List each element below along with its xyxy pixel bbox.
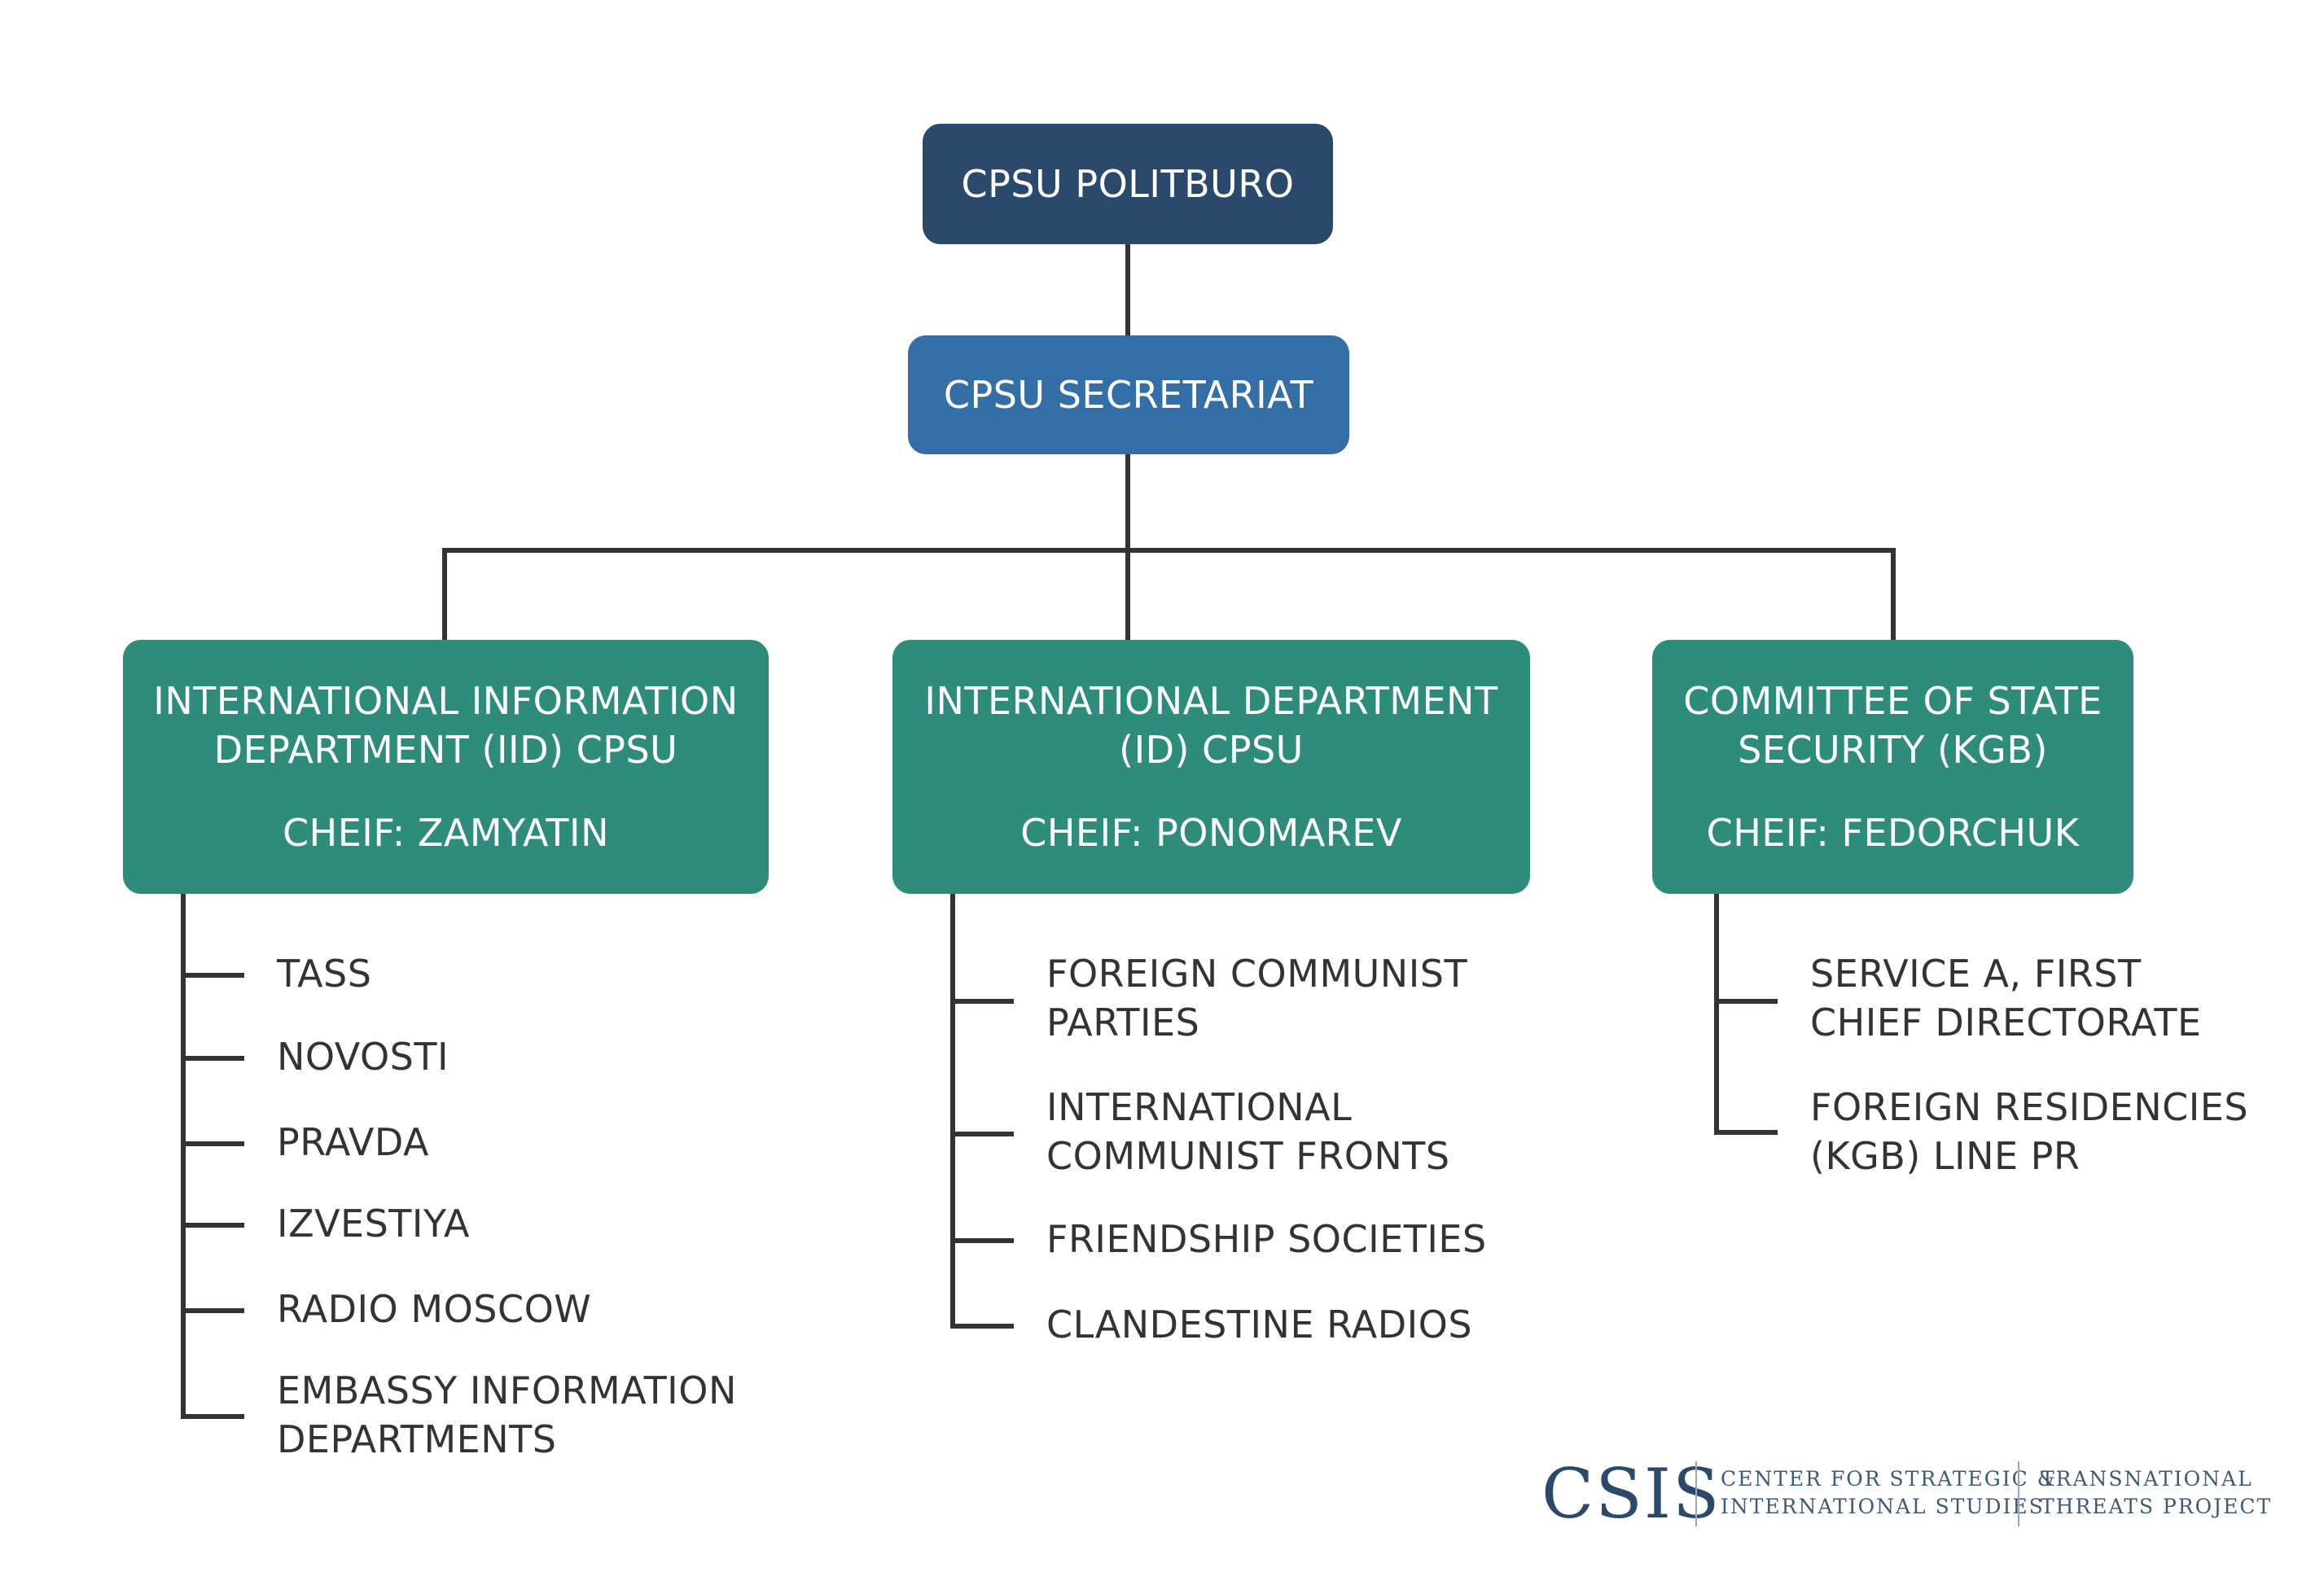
- department-chief: CHEIF: PONOMAREV: [1020, 811, 1402, 855]
- csis-wordmark: CSIS: [1541, 1454, 1721, 1534]
- kgb-item-foreign-residencies: FOREIGN RESIDENCIES (KGB) LINE PR: [1810, 1083, 2248, 1180]
- secretariat-label: CPSU SECRETARIAT: [943, 373, 1314, 417]
- iid-item-izvestiya: IZVESTIYA: [277, 1199, 470, 1248]
- logo-org-name: CENTER FOR STRATEGIC & INTERNATIONAL STU…: [1721, 1465, 2057, 1521]
- item-line: TASS: [277, 952, 372, 996]
- item-line: PRAVDA: [277, 1120, 429, 1164]
- item-line: SERVICE A, FIRST: [1810, 952, 2142, 996]
- department-node-id: INTERNATIONAL DEPARTMENT (ID) CPSU CHEIF…: [892, 640, 1530, 894]
- iid-item-radio-moscow: RADIO MOSCOW: [277, 1285, 591, 1333]
- connector-bus: [442, 548, 1896, 643]
- item-line: IZVESTIYA: [277, 1202, 470, 1246]
- politburo-label: CPSU POLITBURO: [961, 162, 1295, 206]
- iid-item-tass: TASS: [277, 949, 371, 998]
- item-line: NOVOSTI: [277, 1035, 449, 1079]
- item-line: DEPARTMENTS: [277, 1417, 557, 1461]
- org-line: CENTER FOR STRATEGIC &: [1721, 1467, 2057, 1491]
- item-line: CLANDESTINE RADIOS: [1046, 1303, 1473, 1346]
- iid-item-pravda: PRAVDA: [277, 1118, 429, 1167]
- item-line: INTERNATIONAL: [1046, 1085, 1353, 1129]
- department-title-line: INTERNATIONAL DEPARTMENT: [924, 679, 1498, 723]
- department-title-line: INTERNATIONAL INFORMATION: [153, 679, 739, 723]
- department-node-kgb: COMMITTEE OF STATE SECURITY (KGB) CHEIF:…: [1652, 640, 2133, 894]
- item-line: CHIEF DIRECTORATE: [1810, 1001, 2202, 1044]
- item-line: PARTIES: [1046, 1001, 1200, 1044]
- department-chief: CHEIF: ZAMYATIN: [282, 811, 609, 855]
- project-line: THREATS PROJECT: [2041, 1495, 2273, 1518]
- department-node-iid: INTERNATIONAL INFORMATION DEPARTMENT (II…: [123, 640, 769, 894]
- id-item-foreign-communist-parties: FOREIGN COMMUNIST PARTIES: [1046, 949, 1467, 1047]
- logo-divider: [1695, 1461, 1697, 1526]
- item-line: FRIENDSHIP SOCIETIES: [1046, 1217, 1487, 1261]
- department-chief: CHEIF: FEDORCHUK: [1706, 811, 2080, 855]
- department-title-line: (ID) CPSU: [1119, 728, 1304, 772]
- item-line: COMMUNIST FRONTS: [1046, 1134, 1450, 1178]
- item-line: FOREIGN RESIDENCIES: [1810, 1085, 2249, 1129]
- kgb-item-service-a: SERVICE A, FIRST CHIEF DIRECTORATE: [1810, 949, 2202, 1047]
- iid-item-embassy-information: EMBASSY INFORMATION DEPARTMENTS: [277, 1366, 737, 1464]
- id-item-friendship-societies: FRIENDSHIP SOCIETIES: [1046, 1215, 1487, 1263]
- item-line: FOREIGN COMMUNIST: [1046, 952, 1468, 996]
- logo-divider: [2018, 1461, 2019, 1526]
- secretariat-node: CPSU SECRETARIAT: [908, 335, 1349, 454]
- department-title-line: COMMITTEE OF STATE: [1683, 679, 2103, 723]
- item-line: (KGB) LINE PR: [1810, 1134, 2081, 1178]
- id-item-international-communist-fronts: INTERNATIONAL COMMUNIST FRONTS: [1046, 1083, 1450, 1180]
- id-item-clandestine-radios: CLANDESTINE RADIOS: [1046, 1300, 1472, 1349]
- item-line: EMBASSY INFORMATION: [277, 1368, 737, 1412]
- politburo-node: CPSU POLITBURO: [923, 124, 1333, 244]
- project-line: TRANSNATIONAL: [2041, 1467, 2253, 1491]
- org-line: INTERNATIONAL STUDIES: [1721, 1495, 2045, 1518]
- logo-project-name: TRANSNATIONAL THREATS PROJECT: [2041, 1465, 2272, 1521]
- iid-item-novosti: NOVOSTI: [277, 1032, 449, 1081]
- department-title-line: SECURITY (KGB): [1738, 728, 2048, 772]
- item-line: RADIO MOSCOW: [277, 1287, 592, 1331]
- department-title-line: DEPARTMENT (IID) CPSU: [213, 728, 678, 772]
